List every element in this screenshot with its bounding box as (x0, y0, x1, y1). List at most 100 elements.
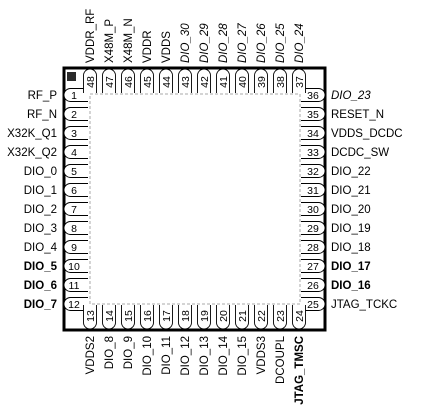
pin-number-25: 25 (307, 299, 319, 311)
pin-label-23: DCOUPL (275, 335, 287, 384)
pin-label-32: DIO_22 (331, 166, 371, 178)
pin-pad-15 (121, 305, 135, 330)
pin-number-20: 20 (218, 310, 230, 322)
pin-pad-24 (292, 305, 306, 330)
pin-label-13: VDDS2 (85, 336, 97, 374)
pin-number-33: 33 (307, 147, 319, 159)
pin-pad-45 (140, 68, 154, 93)
pin-label-16: DIO_10 (142, 336, 154, 376)
pin-label-7: DIO_2 (24, 204, 57, 216)
pin-pad-38 (273, 68, 287, 93)
pin-label-4: X32K_Q2 (7, 147, 57, 159)
pin-label-42: DIO_29 (199, 23, 211, 63)
pin-number-9: 9 (71, 242, 77, 254)
pin-number-14: 14 (104, 310, 116, 322)
pin-pad-9 (63, 240, 88, 254)
pin-pad-47 (102, 68, 116, 93)
pin-number-41: 41 (218, 76, 230, 88)
pin-number-37: 37 (294, 76, 306, 88)
pin-label-3: X32K_Q1 (7, 128, 57, 140)
pin-label-37: DIO_24 (294, 23, 306, 63)
pin-label-30: DIO_20 (331, 204, 371, 216)
chip-body (62, 66, 327, 332)
pin-number-7: 7 (71, 204, 77, 216)
pin-pad-31 (301, 183, 326, 197)
pin-pad-37 (292, 68, 306, 93)
pin-label-41: DIO_28 (218, 23, 230, 63)
pin-number-11: 11 (69, 280, 80, 292)
pin-pad-22 (254, 305, 268, 330)
pin-pad-39 (254, 68, 268, 93)
pin-label-43: DIO_30 (180, 23, 192, 63)
pin-pad-20 (216, 305, 230, 330)
pin-pad-42 (197, 68, 211, 93)
pin-pad-25 (301, 297, 326, 311)
pin-label-34: VDDS_DCDC (331, 128, 403, 140)
pin-label-28: DIO_18 (331, 242, 371, 254)
pin-pad-10 (63, 259, 88, 273)
pin-pad-5 (63, 164, 88, 178)
pin-label-25: JTAG_TCKC (331, 299, 397, 311)
pin-number-12: 12 (68, 299, 80, 311)
pin-number-48: 48 (85, 76, 97, 88)
pin-label-24: JTAG_TMSC (294, 336, 306, 405)
pin-label-27: DIO_17 (331, 261, 371, 273)
pin-label-5: DIO_0 (24, 166, 57, 178)
pin-pad-48 (83, 68, 97, 93)
pin-pad-32 (301, 164, 326, 178)
pin-label-48: VDDR_RF (85, 9, 97, 63)
pin-number-26: 26 (307, 280, 319, 292)
pin-number-45: 45 (142, 76, 154, 88)
pin-label-6: DIO_1 (24, 185, 57, 197)
pin-label-46: X48M_N (123, 18, 135, 63)
pin-number-30: 30 (307, 204, 319, 216)
pin-pad-18 (178, 305, 192, 330)
pin-number-6: 6 (71, 185, 77, 197)
pin-pad-43 (178, 68, 192, 93)
pin-number-38: 38 (275, 76, 287, 88)
pin-label-21: DIO_15 (237, 336, 249, 376)
pin-number-8: 8 (71, 223, 77, 235)
pin-number-39: 39 (256, 76, 268, 88)
pin-label-14: DIO_8 (104, 336, 116, 369)
pin-number-42: 42 (199, 76, 211, 88)
pin-number-21: 21 (237, 310, 249, 322)
pin-label-33: DCDC_SW (331, 147, 389, 159)
pin-number-31: 31 (307, 185, 319, 197)
pin-number-10: 10 (68, 261, 80, 273)
pin-number-44: 44 (161, 76, 173, 88)
pin-pad-8 (63, 221, 88, 235)
pin-pad-19 (197, 305, 211, 330)
pin-number-19: 19 (199, 310, 211, 322)
pin-number-5: 5 (71, 166, 77, 178)
pin-pad-2 (63, 107, 88, 121)
pin-label-39: DIO_26 (256, 23, 268, 63)
pin-pad-44 (159, 68, 173, 93)
pin-number-29: 29 (307, 223, 319, 235)
pin-label-17: DIO_11 (161, 336, 173, 375)
pin-label-35: RESET_N (331, 109, 384, 121)
pin-group: 1RF_P2RF_N3X32K_Q14X32K_Q25DIO_06DIO_17D… (7, 9, 402, 405)
pin-label-12: DIO_7 (24, 299, 57, 311)
pin-number-4: 4 (71, 147, 77, 159)
pin-pad-1 (63, 88, 88, 102)
pin-pad-13 (83, 305, 97, 330)
pin-number-34: 34 (307, 128, 319, 140)
pin-pad-35 (301, 107, 326, 121)
pin-label-1: RF_P (28, 90, 58, 102)
pin-number-23: 23 (275, 310, 287, 322)
pin-number-28: 28 (307, 242, 319, 254)
pin-number-32: 32 (307, 166, 319, 178)
pin-number-36: 36 (307, 90, 319, 102)
pin-label-20: DIO_14 (218, 335, 230, 375)
exposed-pad-outline (89, 93, 301, 305)
pin-pad-7 (63, 202, 88, 216)
pin-label-40: DIO_27 (237, 23, 249, 63)
pin-pad-23 (273, 305, 287, 330)
pin-number-27: 27 (307, 261, 319, 273)
pin-number-3: 3 (71, 128, 77, 140)
pin-pad-34 (301, 126, 326, 140)
pin-pad-36 (301, 88, 326, 102)
pin-label-19: DIO_13 (199, 336, 211, 376)
